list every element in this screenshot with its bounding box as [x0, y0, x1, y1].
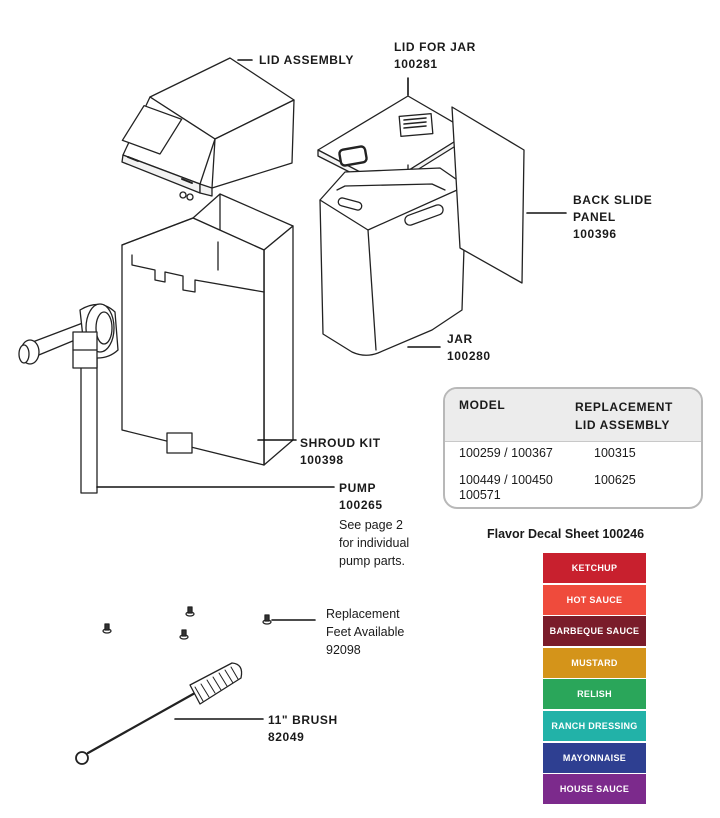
pump-part-number: 100265	[339, 498, 383, 512]
lid-assembly-label: LID ASSEMBLY	[259, 53, 354, 67]
jar-part-number: 100280	[447, 349, 491, 363]
lid-for-jar-part-number: 100281	[394, 57, 438, 71]
replacement-feet-label: Replacement Feet Available 92098	[326, 607, 405, 657]
pump-label: PUMP 100265	[339, 481, 383, 512]
jar-label: JAR 100280	[447, 332, 491, 363]
decal-sheet-title: Flavor Decal Sheet 100246	[487, 527, 645, 541]
back-slide-panel-label: BACK SLIDE PANEL 100396	[573, 193, 653, 241]
lid-assembly-illustration	[121, 57, 295, 201]
decal-house-sauce: HOUSE SAUCE	[543, 774, 646, 805]
brush-label: 11" BRUSH 82049	[268, 713, 338, 744]
pump-illustration	[18, 303, 119, 494]
decal-barbeque-sauce: BARBEQUE SAUCE	[543, 616, 646, 647]
brush-illustration	[75, 662, 243, 765]
lid-for-jar-decal	[398, 112, 434, 138]
shroud-kit-label: SHROUD KIT 100398	[300, 436, 381, 467]
leader-lines	[96, 59, 567, 720]
lid-for-jar-label: LID FOR JAR 100281	[394, 40, 476, 71]
back-slide-panel-illustration	[451, 106, 525, 284]
back-slide-panel-part-number: 100396	[573, 227, 617, 241]
pump-note: See page 2 for individual pump parts.	[339, 518, 410, 568]
brush-part-number: 82049	[268, 730, 305, 744]
decal-mustard: MUSTARD	[543, 647, 646, 678]
decal-ketchup: KETCHUP	[543, 553, 646, 583]
replacement-lid-column-header: REPLACEMENT LID ASSEMBLY	[575, 400, 673, 432]
replacement-feet-part-number: 92098	[326, 643, 361, 657]
shroud-kit-part-number: 100398	[300, 453, 344, 467]
model-lid-table: MODEL REPLACEMENT LID ASSEMBLY 100259 / …	[443, 387, 703, 509]
model-cell: 100259 / 100367	[459, 446, 553, 460]
model-table-header: MODEL REPLACEMENT LID ASSEMBLY	[445, 389, 701, 442]
replacement-feet-illustration	[102, 606, 272, 640]
decal-mayonnaise: MAYONNAISE	[543, 742, 646, 773]
decal-relish: RELISH	[543, 679, 646, 710]
decal-hot-sauce: HOT SAUCE	[543, 584, 646, 615]
lid-cell: 100625	[594, 473, 636, 487]
jar-illustration	[319, 167, 467, 356]
lid-cell: 100315	[594, 446, 636, 460]
shroud-kit-illustration	[121, 193, 294, 466]
model-column-header: MODEL	[459, 398, 506, 412]
decal-ranch-dressing: RANCH DRESSING	[543, 710, 646, 741]
model-cell: 100449 / 100450 100571	[459, 473, 553, 502]
